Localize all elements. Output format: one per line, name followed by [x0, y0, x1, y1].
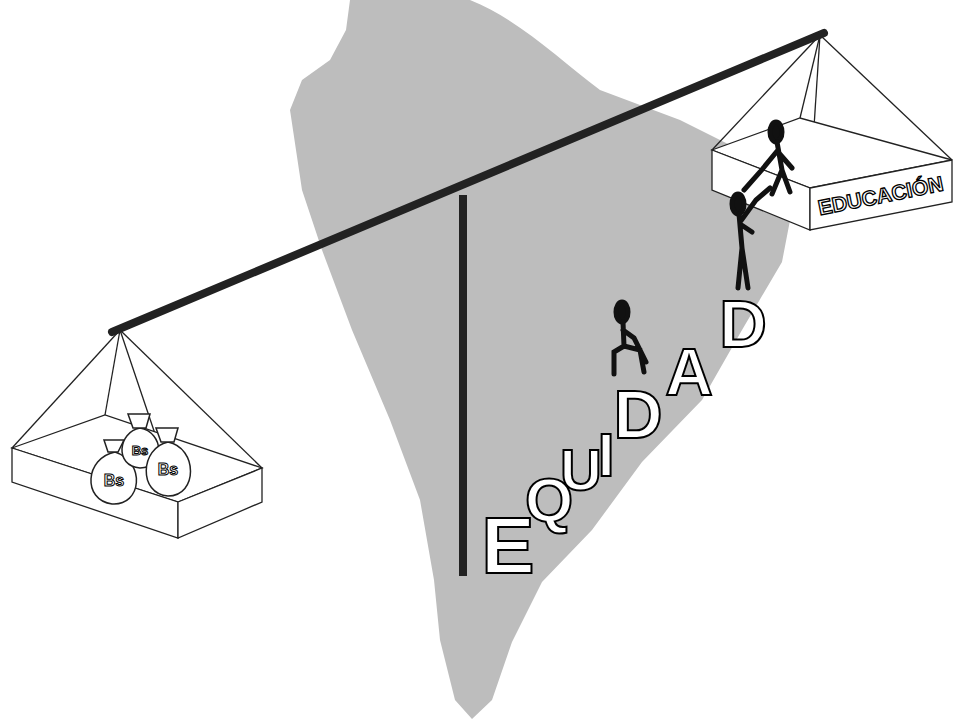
- scale-beam: [112, 33, 824, 332]
- bag-label: Bs: [132, 444, 149, 457]
- bag-label: Bs: [158, 462, 178, 478]
- bag-label: Bs: [104, 473, 124, 489]
- stair-letter: A: [665, 339, 713, 405]
- stair-letter: U: [560, 441, 602, 499]
- stair-letter: D: [613, 380, 662, 448]
- stair-letter: I: [597, 424, 614, 486]
- south-america-silhouette: [290, 0, 792, 719]
- money-bags: [91, 414, 191, 504]
- stair-letter: D: [719, 291, 767, 357]
- left-pan: [12, 330, 262, 538]
- scale-post: [459, 195, 467, 576]
- stick-figures: [614, 122, 792, 374]
